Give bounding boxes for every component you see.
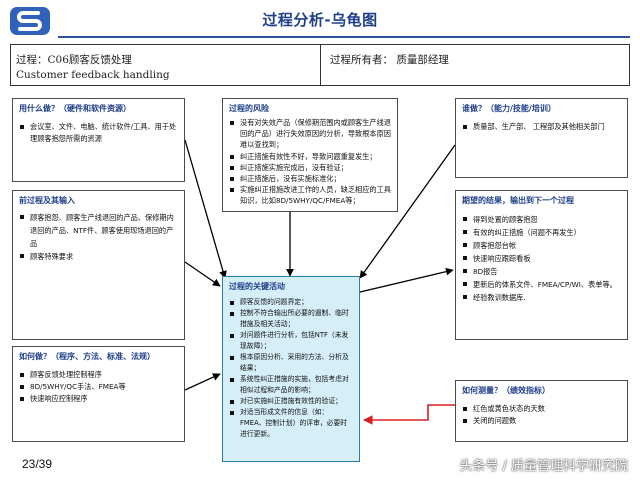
arrow-what-to-key: [184, 139, 227, 279]
list-item: 快速响应跟踪看板: [462, 252, 621, 265]
company-logo-icon: [8, 4, 52, 38]
list-item: 快速响应控制程序: [19, 393, 178, 405]
box-expected-output: 期望的结果，输出到下一个过程 得到处置的顾客抱怨 有效的纠正措施（问题不再发生）…: [455, 190, 628, 340]
box-risk-title: 过程的风险: [229, 104, 269, 113]
box-who-title: 谁做？（能力/技能/培训）: [462, 104, 556, 113]
watermark: 头条号 / 质量管理科学研究院: [459, 459, 628, 474]
box-key-list: 顾客反馈的问题界定； 控制不符合输出所必要的遏制、临时措施及相关活动； 对问题件…: [229, 297, 353, 440]
box-who-competence: 谁做？（能力/技能/培训） 质量部、生产部、 工程部及其他相关部门: [455, 98, 628, 178]
box-how-list: 顾客反馈处理控制程序 8D/5WHY/QC手法、FMEA等 快速响应控制程序: [19, 369, 178, 405]
box-how-title: 如何做？（程序、方法、标准、法规）: [19, 352, 155, 361]
box-input-title: 前过程及其输入: [19, 196, 75, 205]
list-item: 关闭的问题数: [462, 415, 621, 427]
list-item: 顾客反馈处理控制程序: [19, 369, 178, 381]
list-item: 会议室、文件、电脑、统计软件/工具、用于处理顾客抱怨所需的资源: [19, 121, 178, 145]
box-process-risk: 过程的风险 没有对失效产品（保修期范围内或顾客生产线退回的产品）进行失效原因的分…: [222, 98, 398, 212]
list-item: 顾客特殊要求: [19, 250, 178, 263]
box-what-list: 会议室、文件、电脑、统计软件/工具、用于处理顾客抱怨所需的资源: [19, 121, 178, 145]
list-item: 经验教训数据库.: [462, 291, 621, 304]
title-underline: [58, 36, 630, 38]
list-item: 根本原因分析、采用的方法、分析及结果；: [229, 352, 353, 374]
box-key-title: 过程的关键活动: [229, 282, 285, 291]
process-name-english: Customer feedback handling: [16, 69, 170, 81]
list-item: 纠正措施实施完成后，没有验证；: [229, 162, 391, 173]
list-item: 对适当形成文件的信息（如：FMEA、控制计划）的评审，必要时进行更新。: [229, 407, 353, 440]
list-item: 更新后的体系文件、FMEA/CP/WI、表单等。: [462, 278, 621, 291]
list-item: 没有对失效产品（保修期范围内或顾客生产线退回的产品）进行失效原因的分析，导致根本…: [229, 117, 391, 151]
box-output-title: 期望的结果，输出到下一个过程: [462, 196, 574, 205]
box-key-activities: 过程的关键活动 顾客反馈的问题界定； 控制不符合输出所必要的遏制、临时措施及相关…: [222, 276, 360, 462]
arrow-who-to-key: [359, 144, 456, 279]
box-output-list: 得到处置的顾客抱怨 有效的纠正措施（问题不再发生） 顾客抱怨台帐 快速响应跟踪看…: [462, 213, 621, 304]
list-item: 有效的纠正措施（问题不再发生）: [462, 226, 621, 239]
list-item: 红色或黄色状态的天数: [462, 403, 621, 415]
box-what-resources: 用什么做？（硬件和软件资源） 会议室、文件、电脑、统计软件/工具、用于处理顾客抱…: [12, 98, 185, 182]
list-item: 实施纠正措施改进工作的人员，缺乏相应的工具知识，比如8D/5WHY/QC/FME…: [229, 184, 391, 206]
box-risk-list: 没有对失效产品（保修期范围内或顾客生产线退回的产品）进行失效原因的分析，导致根本…: [229, 117, 391, 207]
process-name: 过程：C06顾客反馈处理: [16, 54, 132, 66]
list-item: 顾客反馈的问题界定；: [229, 297, 353, 308]
arrow-input-to-key: [184, 261, 221, 287]
box-input-list: 顾客抱怨、顾客生产线退回的产品、保修期内退回的产品、NTF件、顾客使用现场退回的…: [19, 211, 178, 263]
list-item: 8D报告: [462, 265, 621, 278]
arrow-how-to-key: [184, 373, 221, 391]
process-header-divider: [320, 44, 321, 86]
list-item: 纠正措施有效性不好，导致问题重复发生；: [229, 151, 391, 162]
box-who-list: 质量部、生产部、 工程部及其他相关部门: [462, 121, 621, 133]
list-item: 顾客抱怨、顾客生产线退回的产品、保修期内退回的产品、NTF件、顾客使用现场退回的…: [19, 211, 178, 250]
box-what-title: 用什么做？（硬件和软件资源）: [19, 104, 131, 113]
box-how-measured: 如何测量？（绩效指标） 红色或黄色状态的天数 关闭的问题数: [455, 380, 628, 442]
box-measure-title: 如何测量？（绩效指标）: [462, 386, 550, 395]
list-item: 对问题件进行分析，包括NTF（未发现故障）；: [229, 330, 353, 352]
list-item: 系统性纠正措施的实施，包括考虑对相似过程和产品的影响；: [229, 374, 353, 396]
box-measure-list: 红色或黄色状态的天数 关闭的问题数: [462, 403, 621, 427]
page-title: 过程分析-乌龟图: [262, 11, 378, 29]
page-number: 23/39: [22, 457, 53, 471]
list-item: 8D/5WHY/QC手法、FMEA等: [19, 381, 178, 393]
list-item: 得到处置的顾客抱怨: [462, 213, 621, 226]
list-item: 顾客抱怨台帐: [462, 239, 621, 252]
box-how-methods: 如何做？（程序、方法、标准、法规） 顾客反馈处理控制程序 8D/5WHY/QC手…: [12, 346, 185, 442]
list-item: 控制不符合输出所必要的遏制、临时措施及相关活动；: [229, 308, 353, 330]
arrow-key-to-output: [359, 267, 454, 293]
arrow-measure-to-key: [363, 404, 455, 425]
process-owner: 过程所有者： 质量部经理: [330, 54, 449, 66]
list-item: 质量部、生产部、 工程部及其他相关部门: [462, 121, 621, 133]
list-item: 纠正措施后，没有实施标准化；: [229, 173, 391, 184]
box-previous-process-input: 前过程及其输入 顾客抱怨、顾客生产线退回的产品、保修期内退回的产品、NTF件、顾…: [12, 190, 185, 340]
list-item: 对已实施纠正措施有效性的验证；: [229, 396, 353, 407]
